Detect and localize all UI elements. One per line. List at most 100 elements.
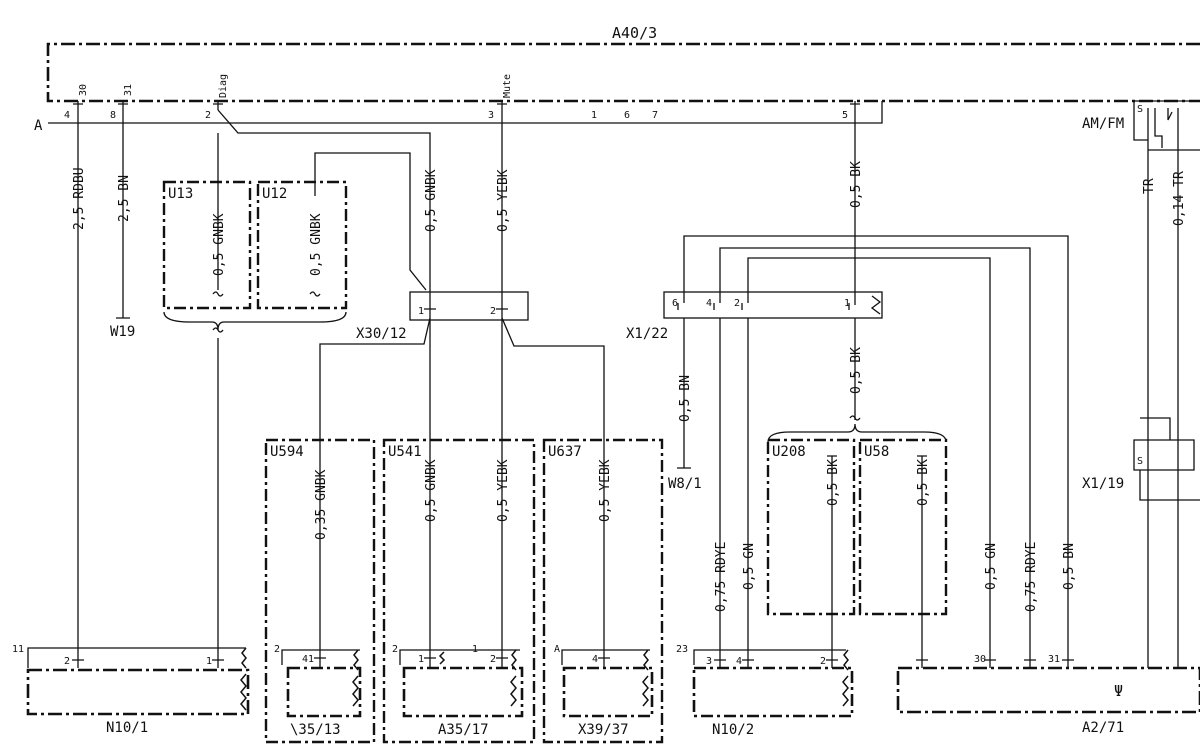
label-u12: U12 — [262, 186, 287, 202]
pin-tag-30: 30 — [78, 84, 89, 96]
label-u541: U541 — [388, 444, 422, 460]
pin-n35-13-41: 41 — [302, 654, 314, 665]
u637-box — [542, 438, 664, 744]
pin-n10-2-23: 23 — [676, 644, 688, 655]
pin-n10-1-2: 2 — [64, 656, 70, 667]
wire-bn-w19 — [116, 110, 130, 319]
n10-1-rail — [27, 647, 246, 668]
wire-label-bk-mid: 0,5 BK — [849, 347, 864, 394]
wire-label-u637: 0,5 YEBK — [598, 459, 613, 522]
pin-tag-mute: Mute — [502, 74, 513, 98]
pin-a35-17-2b: 2 — [490, 654, 496, 665]
connector-a-pins — [73, 101, 860, 110]
pin-n10-1-11: 11 — [12, 644, 24, 655]
x39-37-box — [562, 666, 654, 718]
n10-2-box — [692, 666, 854, 718]
label-u13: U13 — [168, 186, 193, 202]
pin-a-2: 2 — [205, 110, 211, 121]
label-a35-17: A35/17 — [438, 722, 489, 738]
wire-label-bk-u58: 0,5 BK — [916, 459, 931, 506]
wire-gn-loop — [747, 257, 991, 660]
pin-a-3: 3 — [488, 110, 494, 121]
label-x1-19: X1/19 — [1082, 476, 1124, 492]
pin-n10-2-4: 4 — [736, 656, 742, 667]
label-u208: U208 — [772, 444, 806, 460]
pin-n10-1-1: 1 — [206, 656, 212, 667]
wire-x30-u594 — [319, 317, 431, 650]
pin-x39-37-4: 4 — [592, 654, 598, 665]
pin-x1-22-2: 2 — [734, 298, 740, 309]
wire-label-tr-right: 0,14 TR — [1172, 171, 1187, 226]
label-n10-1: N10/1 — [106, 720, 148, 736]
wire-w8 — [677, 318, 691, 469]
pin-a35-17-1b: 1 — [472, 644, 478, 655]
wire-bn-w8 — [683, 235, 1069, 660]
wire-label-bn: 2,5 BN — [117, 175, 132, 222]
wire-label-u13: 0,5 GNBK — [212, 213, 227, 276]
pin-a-5: 5 — [842, 110, 848, 121]
zigzag-symbols — [240, 647, 849, 711]
pin-a2-71-30: 30 — [974, 654, 986, 665]
wire-u12 — [314, 152, 427, 291]
label-x1-22: X1/22 — [626, 326, 668, 342]
pin-n35-13-2: 2 — [274, 644, 280, 655]
wire-label-u541-gnbk: 0,5 GNBK — [424, 459, 439, 522]
wire-label-gn-left: 0,5 GN — [742, 543, 757, 590]
wire-label-gnbk-top: 0,5 GNBK — [424, 169, 439, 232]
wire-label-bk-top: 0,5 BK — [849, 161, 864, 208]
wire-x30-u637 — [501, 317, 605, 650]
pin-a-6: 6 — [624, 110, 630, 121]
u208-box — [766, 438, 856, 616]
wire-label-u541-yebk: 0,5 YEBK — [496, 459, 511, 522]
am-fm-connector — [1133, 100, 1200, 660]
wire-label-bn-right: 0,5 BN — [1062, 543, 1077, 590]
wire-label-rdbu: 2,5 RDBU — [72, 167, 87, 230]
pin-n10-2-3: 3 — [706, 656, 712, 667]
label-u594: U594 — [270, 444, 304, 460]
pin-a-4: 4 — [64, 110, 70, 121]
wire-label-rdye-left: 0,75 RDYE — [714, 542, 729, 612]
u208-u58-brace — [767, 423, 947, 443]
pin-x1-22-4: 4 — [706, 298, 712, 309]
wire-rdye-loop — [719, 247, 1031, 660]
a35-17-box — [402, 666, 524, 718]
wire-diag — [217, 109, 431, 305]
wire-label-tr-left: TR — [1142, 178, 1157, 194]
shield-mark-x1-19: S — [1137, 456, 1143, 467]
label-a40-3: A40/3 — [612, 24, 657, 42]
pin-tag-31: 31 — [123, 84, 134, 96]
wire-label-gn-right: 0,5 GN — [984, 543, 999, 590]
u13-box — [162, 180, 252, 310]
antenna-icon: Ψ — [1114, 682, 1123, 700]
pin-x30-2: 2 — [490, 306, 496, 317]
label-w19: W19 — [110, 324, 135, 340]
x30-12-box — [409, 291, 529, 321]
pin-n10-2-2: 2 — [820, 656, 826, 667]
wire-label-u12: 0,5 GNBK — [309, 213, 324, 276]
wire-label-bn-w8: 0,5 BN — [678, 375, 693, 422]
x1-19-connector — [1133, 417, 1200, 501]
pin-x1-22-6: 6 — [672, 298, 678, 309]
pin-a35-17-2a: 2 — [392, 644, 398, 655]
label-x39-37: X39/37 — [578, 722, 629, 738]
pin-x39-37-a: A — [554, 644, 560, 655]
pin-a2-71-31: 31 — [1048, 654, 1060, 665]
pin-a-8: 8 — [110, 110, 116, 121]
label-u58: U58 — [864, 444, 889, 460]
n10-1-box — [26, 668, 250, 716]
label-w8-1: W8/1 — [668, 476, 702, 492]
u58-box — [858, 438, 948, 616]
n35-13-box — [286, 666, 362, 718]
pin-tag-diag: Diag — [218, 74, 229, 98]
pin-x1-22-1: 1 — [844, 298, 850, 309]
wire-label-bk-u208: 0,5 BK — [826, 459, 841, 506]
label-u637: U637 — [548, 444, 582, 460]
label-connector-a: A — [34, 118, 43, 134]
u12-box — [256, 180, 348, 310]
shield-mark-top: S — [1137, 104, 1143, 115]
label-a2-71: A2/71 — [1082, 720, 1124, 736]
u594-box — [264, 438, 376, 744]
u541-box — [382, 438, 536, 744]
a2-71-box — [896, 666, 1200, 714]
